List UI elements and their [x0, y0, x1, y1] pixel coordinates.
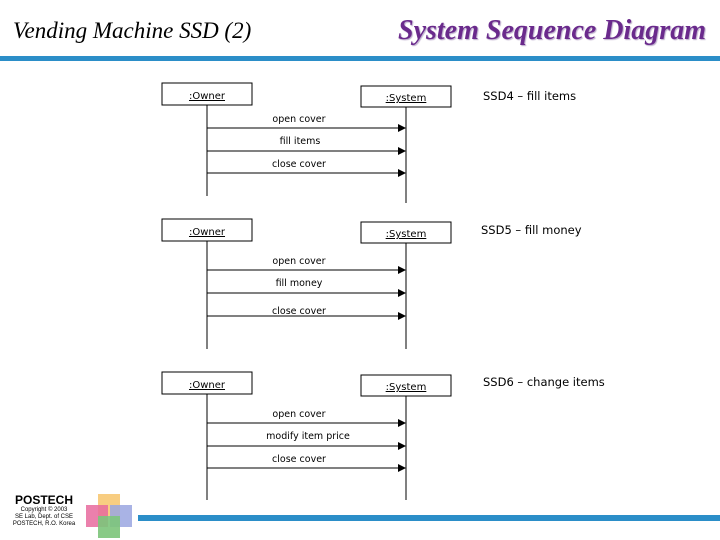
diagram-caption: SSD6 – change items	[483, 375, 605, 389]
message-label: fill money	[276, 278, 323, 289]
message-label: open cover	[272, 256, 325, 267]
postech-logo: POSTECH Copyright © 2003 SE Lab, Dept. o…	[4, 493, 84, 528]
message-label: close cover	[272, 306, 326, 317]
ssd5-diagram: :Owner :System open cover fill money clo…	[161, 218, 582, 349]
message-label: close cover	[272, 159, 326, 170]
title-divider	[0, 56, 720, 61]
diagram-caption: SSD4 – fill items	[483, 89, 576, 103]
system-label: :System	[386, 229, 427, 240]
message-label: close cover	[272, 454, 326, 465]
message-label: modify item price	[266, 431, 350, 442]
message-label: open cover	[272, 409, 325, 420]
ssd4-diagram: :Owner :System open cover fill items clo…	[161, 82, 576, 203]
diagram-caption: SSD5 – fill money	[481, 223, 582, 237]
slide-title: Vending Machine SSD (2)	[13, 18, 252, 43]
system-label: :System	[386, 93, 427, 104]
owner-label: :Owner	[189, 380, 226, 391]
system-label: :System	[386, 382, 427, 393]
message-label: open cover	[272, 114, 325, 125]
message-label: fill items	[280, 136, 321, 147]
logo-squares-icon	[86, 494, 134, 538]
copyright-text: Copyright © 2003	[20, 507, 68, 513]
address-text: POSTECH, R.O. Korea	[12, 521, 76, 527]
logo-name: POSTECH	[14, 493, 73, 507]
ssd6-diagram: :Owner :System open cover modify item pr…	[161, 371, 605, 500]
owner-label: :Owner	[189, 227, 226, 238]
footer-divider	[138, 515, 720, 521]
logo-square	[98, 516, 120, 538]
owner-label: :Owner	[189, 91, 226, 102]
slide-heading-right: System Sequence Diagram	[398, 15, 706, 46]
lab-text: SE Lab, Dept. of CSE	[14, 514, 74, 520]
